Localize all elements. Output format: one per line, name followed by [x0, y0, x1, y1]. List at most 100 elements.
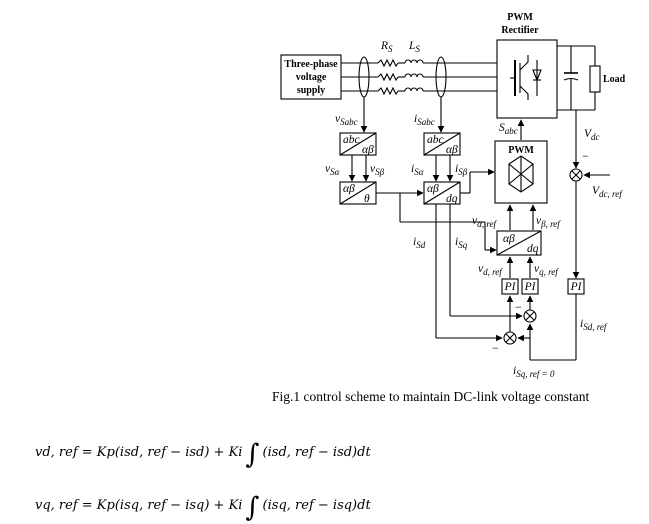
inductor-ls	[404, 59, 424, 92]
svg-text:Vdc, ref: Vdc, ref	[592, 185, 623, 199]
svg-text:vSβ: vSβ	[370, 163, 385, 177]
i-sq-label: i	[455, 236, 458, 248]
isq-ref-label: i	[513, 365, 516, 377]
eq2-integral-sign: ∫	[245, 492, 260, 523]
pi-q-label: PI	[524, 281, 537, 293]
equation-vd-ref: vd, ref = Kp(isd, ref − isd) + Ki∫(isd, …	[35, 441, 371, 468]
svg-text:Sabc: Sabc	[499, 122, 518, 136]
v-sb-label: v	[370, 163, 376, 175]
load-resistor	[589, 65, 601, 93]
v-sabc-label: v	[335, 113, 341, 125]
ab-2: αβ	[446, 144, 458, 156]
i-sq-sub: Sq	[458, 240, 468, 250]
pi-d-label: PI	[504, 281, 517, 293]
dq-1: dq	[446, 193, 458, 205]
isq-ref-sub: Sq, ref = 0	[516, 369, 555, 379]
svg-text:LS: LS	[408, 40, 420, 54]
vdc-label: V	[584, 128, 593, 140]
rs-label: R	[380, 40, 388, 52]
svg-text:iSd: iSd	[413, 236, 426, 250]
svg-text:RS: RS	[380, 40, 393, 54]
vd-ref-sub: d, ref	[483, 267, 503, 277]
isd-ref-label: i	[580, 318, 583, 330]
rs-sub: S	[388, 44, 393, 54]
rectifier-label-1: PWM	[507, 12, 533, 23]
eq1-integral-sign: ∫	[245, 439, 260, 470]
abc-to-ab-voltage-block	[339, 132, 377, 156]
ls-sub: S	[415, 44, 420, 54]
s-abc-sub: abc	[505, 126, 518, 136]
eq1-left: vd, ref = Kp(isd, ref − isd) + Ki	[35, 445, 243, 460]
i-sd-sub: Sd	[416, 240, 426, 250]
vq-ref-label: v	[534, 263, 540, 275]
svg-text:iSα: iSα	[411, 163, 424, 177]
eq1-right: (isd, ref − isd)dt	[262, 445, 371, 460]
svg-text:vSabc: vSabc	[335, 113, 358, 127]
pwm-block	[494, 140, 548, 204]
svg-text:iSd, ref: iSd, ref	[580, 318, 608, 332]
v-sb-sub: Sβ	[375, 167, 385, 177]
abc-1: abc	[343, 134, 360, 146]
vdc-sub: dc	[591, 132, 600, 142]
abc-to-ab-current-block	[423, 132, 461, 156]
v-sa-sub: Sα	[330, 167, 340, 177]
vdc-minus: −	[582, 149, 589, 163]
i-sb-label: i	[455, 163, 458, 175]
v-sabc-sub: Sabc	[340, 117, 358, 127]
eq2-left: vq, ref = Kp(isq, ref − isq) + Ki	[35, 498, 243, 513]
svg-text:iSabc: iSabc	[414, 113, 435, 127]
svg-text:vα, ref: vα, ref	[472, 215, 497, 229]
d-minus: −	[492, 341, 499, 355]
eq2-right: (isq, ref − isq)dt	[262, 498, 371, 513]
theta: θ	[364, 193, 370, 205]
vb-ref-label: v	[536, 215, 542, 227]
vd-ref-label: v	[478, 263, 484, 275]
pi-q-block	[521, 278, 539, 295]
isd-ref-sub: Sd, ref	[583, 322, 608, 332]
rectifier-label-2: Rectifier	[501, 25, 539, 36]
s-abc-label: S	[499, 122, 505, 134]
abc-2: abc	[427, 134, 444, 146]
svg-text:Vdc: Vdc	[584, 128, 600, 142]
svg-text:vq, ref: vq, ref	[534, 263, 559, 277]
figure-caption: Fig.1 control scheme to maintain DC-link…	[272, 389, 590, 404]
svg-text:iSβ: iSβ	[455, 163, 468, 177]
load-label: Load	[603, 74, 626, 85]
i-sabc-label: i	[414, 113, 417, 125]
i-sabc-sub: Sabc	[417, 117, 435, 127]
va-ref-sub: α, ref	[477, 219, 497, 229]
i-sa-sub: Sα	[414, 167, 424, 177]
ab-1: αβ	[362, 144, 374, 156]
svg-text:vSα: vSα	[325, 163, 340, 177]
svg-text:vβ, ref: vβ, ref	[536, 215, 561, 229]
ab-5: αβ	[503, 233, 515, 245]
vdc-ref-sub: dc, ref	[599, 189, 623, 199]
i-sb-sub: Sβ	[458, 167, 468, 177]
q-minus: −	[515, 300, 522, 314]
dq-to-ab-block	[496, 230, 542, 256]
vb-ref-sub: β, ref	[540, 219, 561, 229]
svg-text:iSq: iSq	[455, 236, 468, 250]
vdc-ref-label: V	[592, 185, 601, 197]
vq-ref-sub: q, ref	[539, 267, 559, 277]
i-sa-label: i	[411, 163, 414, 175]
va-ref-label: v	[472, 215, 478, 227]
i-sd-label: i	[413, 236, 416, 248]
ab-4: αβ	[427, 183, 439, 195]
pi-d-block	[501, 278, 519, 295]
resistor-rs	[377, 58, 399, 96]
v-sa-label: v	[325, 163, 331, 175]
pwm-label: PWM	[508, 145, 534, 156]
ls-label: L	[408, 40, 415, 52]
svg-text:vd, ref: vd, ref	[478, 263, 503, 277]
svg-text:iSq, ref = 0: iSq, ref = 0	[513, 365, 555, 379]
pwm-rectifier-box	[496, 39, 558, 119]
supply-label-1: Three-phase	[284, 59, 338, 70]
ab-3: αβ	[343, 183, 355, 195]
equation-vq-ref: vq, ref = Kp(isq, ref − isq) + Ki∫(isq, …	[35, 494, 371, 521]
supply-label-2: voltage	[296, 72, 327, 83]
supply-label-3: supply	[297, 85, 325, 96]
pi-v-label: PI	[570, 281, 583, 293]
dq-2: dq	[527, 243, 539, 255]
